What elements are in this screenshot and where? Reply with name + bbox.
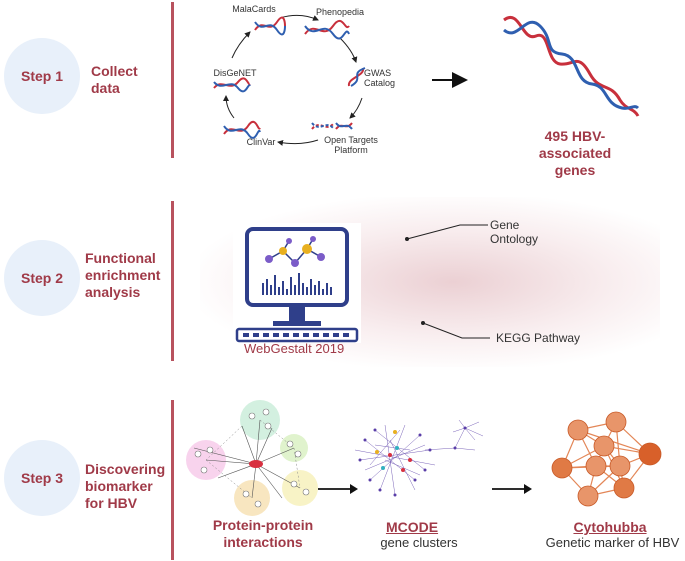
dna-icon: [304, 19, 350, 40]
result-genes: 495 HBV- associated genes: [538, 128, 612, 178]
output-kegg-pathway: KEGG Pathway: [496, 331, 581, 345]
step3-circle: Step 3: [4, 440, 80, 516]
dna-icon: [213, 77, 251, 93]
step1-label: Step 1: [20, 68, 63, 84]
source-phenopedia: Phenopedia: [315, 7, 365, 17]
step3-title: Discovering biomarker for HBV: [85, 461, 166, 511]
tool-webgestalt: WebGestalt 2019: [244, 341, 345, 356]
computer-monitor-icon: [233, 223, 361, 343]
dna-strand-icon: [503, 16, 640, 117]
ppi-label: Protein-protein interactions: [212, 517, 314, 550]
cytohubba-subtitle: Genetic marker of HBV: [545, 535, 680, 550]
step2-title: Functional enrichment analysis: [85, 250, 161, 300]
step2-circle: Step 2: [4, 240, 80, 316]
step1-circle: Step 1: [4, 38, 80, 114]
step2-divider: [171, 201, 174, 361]
step1-title: Collect data: [91, 63, 138, 96]
step3-label: Step 3: [20, 470, 63, 486]
cytohubba-network-graphic: [551, 411, 662, 507]
arrow-ppi-to-mcode: [318, 484, 358, 494]
dna-icon: [254, 16, 286, 36]
source-disgenet: DisGeNET: [213, 68, 257, 78]
source-gwas-catalog: GWAS Catalog: [364, 68, 396, 88]
arrow-mcode-to-cytohubba: [492, 484, 532, 494]
output-gene-ontology: Gene Ontology: [490, 218, 539, 246]
cytohubba-title: Cytohubba: [573, 519, 647, 535]
dna-icon: [347, 67, 366, 87]
source-open-targets: Open Targets Platform: [324, 135, 378, 155]
dna-icon: [311, 122, 353, 130]
source-malacards: MalaCards: [232, 4, 276, 14]
step1-divider: [171, 2, 174, 158]
mcode-title: MCODE: [385, 519, 439, 535]
dna-icon: [223, 120, 261, 139]
mcode-network-graphic: [354, 419, 484, 497]
step3-divider: [171, 400, 174, 560]
step2-label: Step 2: [20, 270, 63, 286]
ppi-network-graphic: [186, 400, 318, 516]
source-clinvar: ClinVar: [246, 137, 276, 147]
mcode-subtitle: gene clusters: [380, 535, 458, 550]
